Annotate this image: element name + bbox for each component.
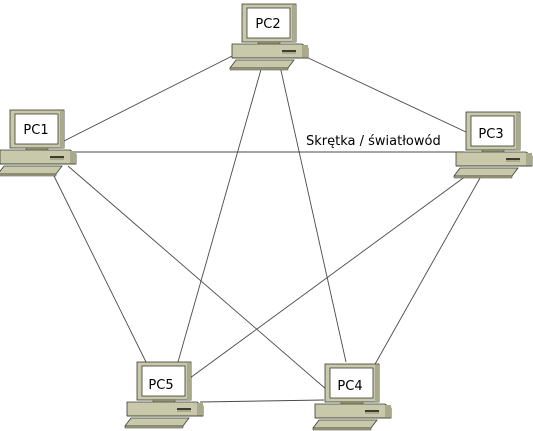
pc5-label: PC5 — [148, 378, 173, 393]
link-pc2-pc4 — [279, 65, 347, 363]
computer-pc3[interactable]: PC3 — [453, 111, 533, 179]
computer-icon — [453, 111, 533, 179]
links-layer — [53, 51, 481, 403]
pc2-label: PC2 — [255, 17, 280, 32]
link-type-label: Skrętka / światłowód — [306, 134, 441, 149]
pc1-label: PC1 — [23, 123, 48, 138]
link-pc1-pc2 — [61, 51, 241, 143]
link-pc3-pc4 — [373, 177, 481, 367]
link-pc4-pc5 — [199, 399, 325, 403]
link-pc2-pc5 — [177, 65, 263, 363]
pc4-label: PC4 — [337, 379, 362, 394]
computer-icon — [229, 3, 309, 71]
computer-icon — [312, 363, 392, 431]
link-pc3-pc5 — [189, 175, 467, 379]
link-pc2-pc3 — [303, 55, 467, 133]
computer-pc4[interactable]: PC4 — [312, 363, 392, 431]
pc3-label: PC3 — [478, 127, 503, 142]
nodes-layer: PC1 PC2 PC3 PC4 PC5 — [0, 3, 533, 431]
link-pc1-pc5 — [53, 175, 147, 363]
computer-pc5[interactable]: PC5 — [124, 361, 204, 429]
computer-pc2[interactable]: PC2 — [229, 3, 309, 71]
computer-icon — [0, 109, 77, 177]
computer-pc1[interactable]: PC1 — [0, 109, 77, 177]
computer-icon — [124, 361, 204, 429]
